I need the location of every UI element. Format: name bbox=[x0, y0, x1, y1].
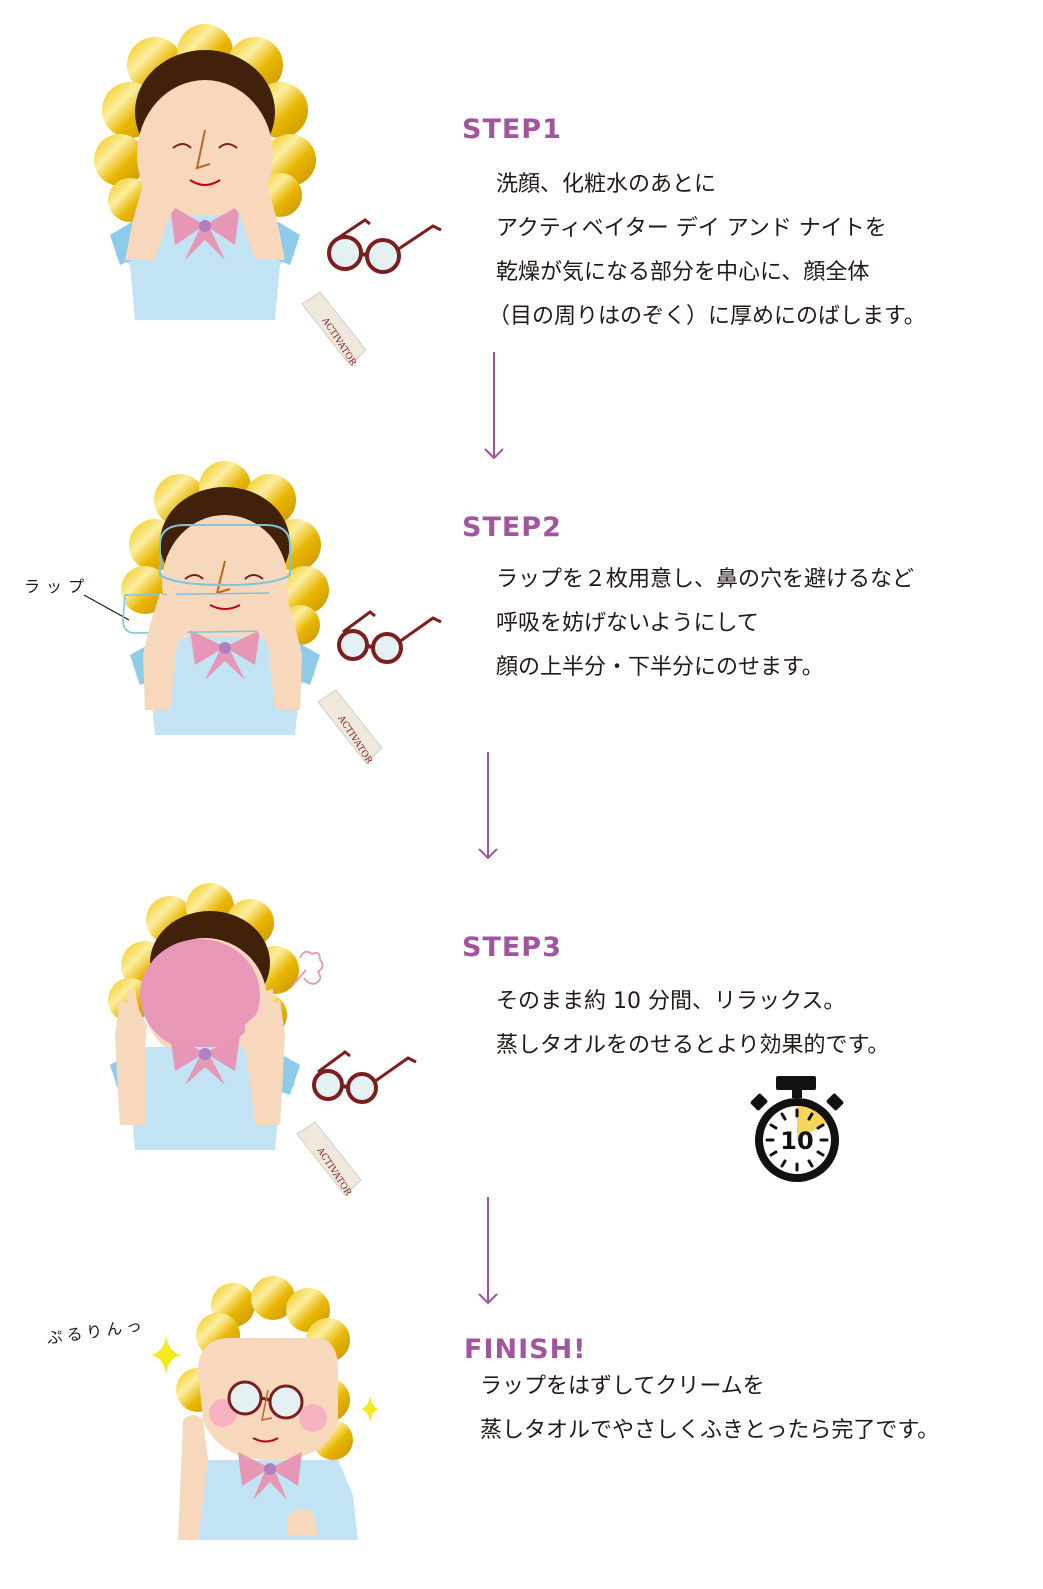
finish-line: ラップをはずしてクリームを bbox=[480, 1374, 765, 1399]
stopwatch-icon: 10 bbox=[748, 1076, 848, 1188]
sparkle-icon bbox=[361, 1395, 379, 1423]
step-2-title: STEP2 bbox=[462, 512, 562, 543]
step-1-description: 洗顔、化粧水のあとに アクティベイター デイ アンド ナイトを 乾燥が気になる部… bbox=[488, 163, 926, 339]
glasses-icon bbox=[325, 218, 445, 278]
step-1-line: 乾燥が気になる部分を中心に、顔全体 bbox=[496, 260, 870, 285]
finish-title: FINISH! bbox=[464, 1334, 587, 1365]
step-2-line: 顔の上半分・下半分にのせます。 bbox=[496, 655, 824, 680]
woman-happy-with-glasses-illustration bbox=[176, 1276, 363, 1545]
woman-with-plastic-wrap-illustration bbox=[115, 461, 335, 735]
step-1-line: （目の周りはのぞく）に厚めにのばします。 bbox=[488, 304, 926, 329]
callout-line bbox=[72, 593, 132, 623]
step-2-line: ラップを２枚用意し、鼻の穴を避けるなど bbox=[496, 567, 915, 592]
glasses-icon bbox=[335, 610, 445, 665]
step-2-line: 呼吸を妨げないようにして bbox=[496, 611, 759, 636]
activator-tube-icon: ACTIVATOR bbox=[316, 688, 386, 768]
wrap-callout-label: ラップ bbox=[24, 577, 91, 596]
svg-text:10: 10 bbox=[780, 1127, 813, 1155]
woman-with-steamed-towel-illustration bbox=[95, 883, 315, 1150]
finish-line: 蒸しタオルでやさしくふきとったら完了です。 bbox=[480, 1418, 940, 1443]
exclamation-text: ぷるりんっ bbox=[45, 1315, 148, 1348]
down-arrow-icon bbox=[478, 752, 498, 862]
step-1-line: アクティベイター デイ アンド ナイトを bbox=[496, 216, 887, 241]
step-2-description: ラップを２枚用意し、鼻の穴を避けるなど 呼吸を妨げないようにして 顔の上半分・下… bbox=[496, 558, 914, 690]
step-3-title: STEP3 bbox=[462, 932, 562, 963]
sparkle-icon bbox=[150, 1335, 182, 1375]
step-1-line: 洗顔、化粧水のあとに bbox=[496, 172, 717, 197]
activator-tube-icon: ACTIVATOR bbox=[295, 1120, 365, 1200]
down-arrow-icon bbox=[478, 1197, 498, 1307]
step-1-title: STEP1 bbox=[462, 114, 562, 145]
step-3-description: そのまま約 10 分間、リラックス。 蒸しタオルをのせるとより効果的です。 bbox=[496, 980, 889, 1068]
steam-icon bbox=[290, 948, 330, 990]
activator-tube-icon: ACTIVATOR bbox=[300, 290, 370, 370]
down-arrow-icon bbox=[484, 352, 504, 462]
finish-description: ラップをはずしてクリームを 蒸しタオルでやさしくふきとったら完了です。 bbox=[480, 1365, 939, 1453]
woman-applying-cream-illustration bbox=[94, 24, 316, 320]
glasses-icon bbox=[310, 1050, 420, 1105]
step-3-line: 蒸しタオルをのせるとより効果的です。 bbox=[496, 1033, 890, 1058]
step-3-line: そのまま約 10 分間、リラックス。 bbox=[496, 989, 846, 1014]
